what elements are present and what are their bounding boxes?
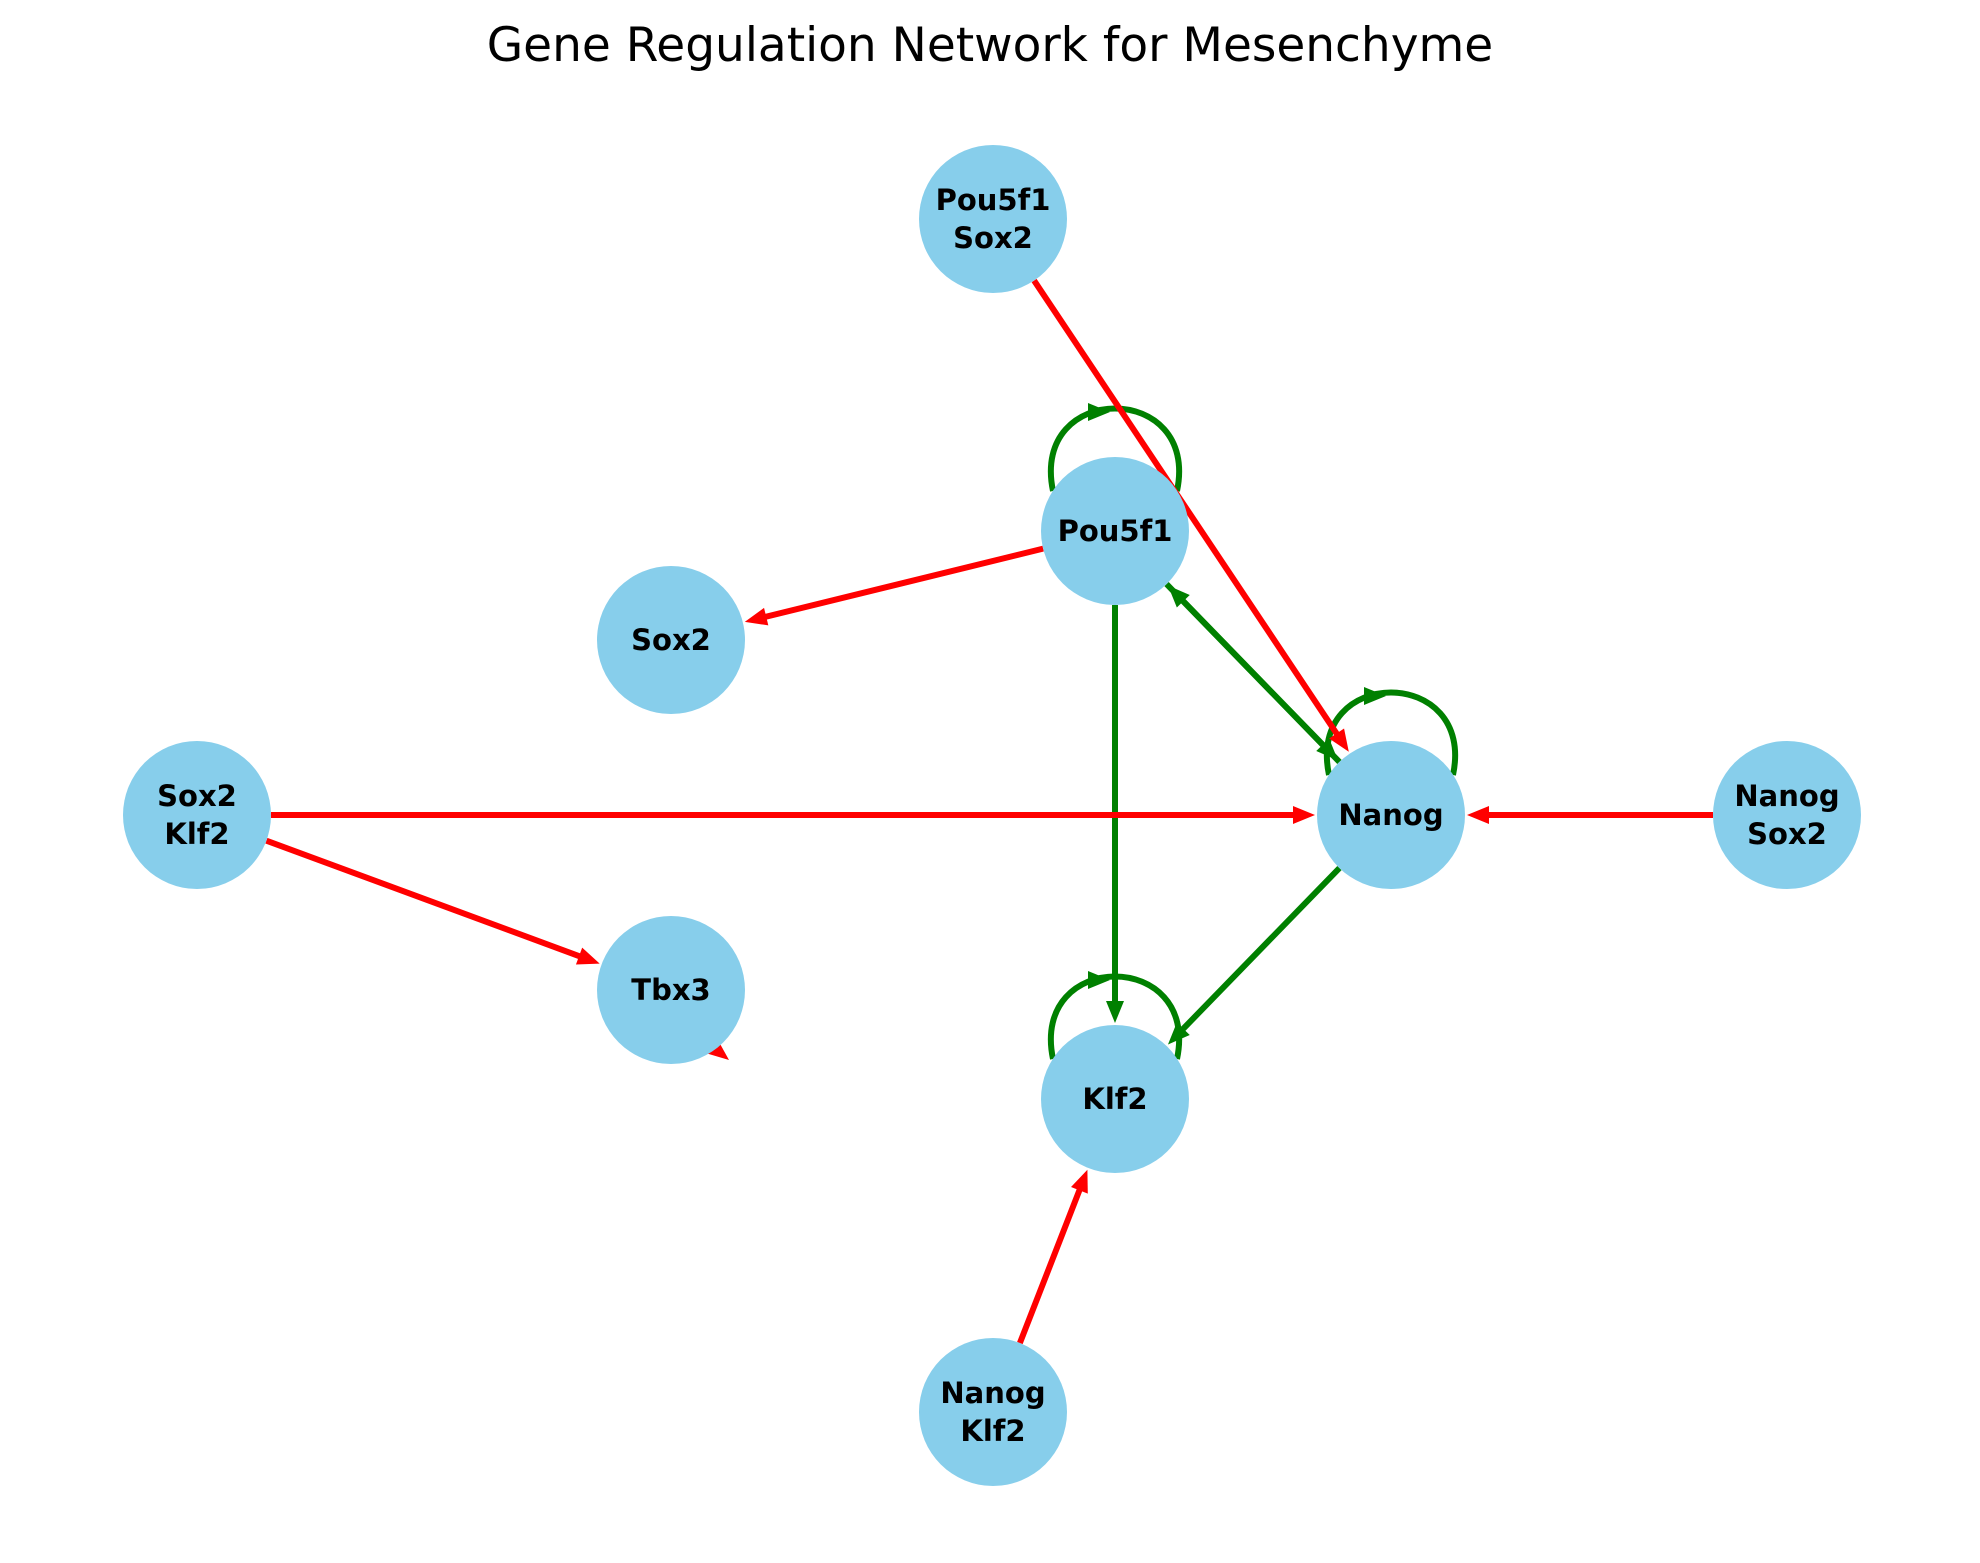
node-circle <box>1713 741 1861 889</box>
node-circle <box>1317 741 1465 889</box>
node-label: Klf2 <box>164 817 229 851</box>
nodes-layer: Pou5f1Sox2Pou5f1Sox2Sox2Klf2NanogNanogSo… <box>123 145 1861 1486</box>
edge-arrowhead <box>575 947 600 965</box>
node-pou5f1[interactable]: Pou5f1 <box>1041 457 1189 605</box>
edge-arrowhead <box>1467 806 1489 824</box>
edge-line <box>1017 1183 1085 1345</box>
node-label: Sox2 <box>1747 817 1827 851</box>
node-label: Sox2 <box>953 221 1033 255</box>
self-loop-path <box>1323 689 1459 776</box>
self-loop-arrowhead <box>1088 403 1110 421</box>
node-circle <box>597 566 745 714</box>
edge-sox2_klf2-to-nanog <box>271 806 1315 824</box>
node-label: Klf2 <box>960 1414 1025 1448</box>
self-loop-arrowhead <box>707 1040 729 1060</box>
edges-layer <box>265 278 1713 1345</box>
node-circle <box>1041 1025 1189 1173</box>
edge-arrowhead <box>1329 728 1349 752</box>
self-loop-path <box>1047 405 1183 492</box>
node-label: Nanog <box>1734 779 1839 813</box>
node-label: Pou5f1 <box>936 183 1051 217</box>
edge-pou5f1_sox2-to-nanog <box>1031 278 1349 752</box>
node-circle <box>1041 457 1189 605</box>
node-circle <box>597 916 745 1064</box>
edge-arrowhead <box>1167 585 1190 608</box>
edge-nanog-to-nanog <box>1323 687 1459 776</box>
edge-arrowhead <box>1106 1001 1124 1023</box>
node-tbx3[interactable]: Tbx3 <box>597 916 745 1064</box>
edge-line <box>1031 278 1343 741</box>
edge-line <box>1176 594 1342 765</box>
edge-arrowhead <box>1167 1022 1190 1045</box>
node-circle <box>919 1338 1067 1486</box>
edge-pou5f1-to-sox2 <box>744 545 1044 626</box>
edge-nanog-to-klf2 <box>1167 865 1342 1045</box>
edge-line <box>1176 865 1342 1036</box>
node-label: Klf2 <box>1082 1082 1147 1116</box>
edge-nanog_klf2-to-klf2 <box>1017 1169 1088 1345</box>
edge-line <box>759 545 1044 621</box>
node-label: Sox2 <box>157 779 237 813</box>
node-label: Nanog <box>940 1376 1045 1410</box>
edge-nanog_sox2-to-nanog <box>1467 806 1713 824</box>
node-label: Pou5f1 <box>1058 514 1173 548</box>
self-loop-arrowhead <box>1364 687 1386 705</box>
node-circle <box>123 741 271 889</box>
node-circle <box>919 145 1067 293</box>
edge-arrowhead <box>1293 806 1315 824</box>
node-klf2[interactable]: Klf2 <box>1041 1025 1189 1173</box>
edge-arrowhead <box>1071 1169 1088 1194</box>
edge-arrowhead <box>744 607 769 626</box>
edge-pou5f1-to-pou5f1 <box>1047 403 1183 492</box>
edge-line <box>265 837 586 961</box>
node-label: Nanog <box>1338 798 1443 832</box>
node-label: Tbx3 <box>631 973 710 1007</box>
edge-tbx3-to-tbx3 <box>707 1040 729 1060</box>
edge-nanog-to-pou5f1 <box>1167 585 1342 765</box>
node-label: Sox2 <box>631 623 711 657</box>
self-loop-arrowhead <box>1088 971 1110 989</box>
diagram-title: Gene Regulation Network for Mesenchyme <box>486 18 1494 73</box>
edge-sox2_klf2-to-tbx3 <box>265 837 600 965</box>
node-sox2[interactable]: Sox2 <box>597 566 745 714</box>
node-nanog[interactable]: Nanog <box>1317 741 1465 889</box>
edge-pou5f1-to-klf2 <box>1106 605 1124 1023</box>
